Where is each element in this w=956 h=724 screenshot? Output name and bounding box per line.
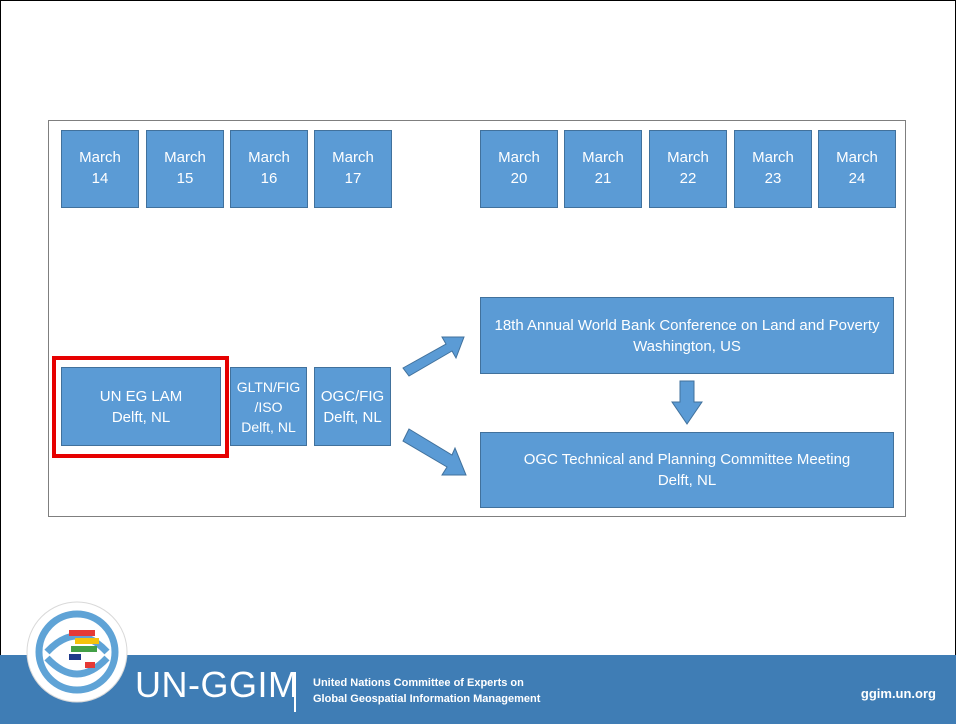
- un-ggim-logo-icon: [26, 601, 128, 703]
- date-box-march-16: March 16: [230, 130, 308, 208]
- arrow-down-icon: [671, 380, 703, 425]
- date-box-march-22: March 22: [649, 130, 727, 208]
- arrow-down-right-icon: [402, 428, 467, 476]
- event-world-bank-conference: 18th Annual World Bank Conference on Lan…: [480, 297, 894, 374]
- event-un-eg-lam: UN EG LAM Delft, NL: [61, 367, 221, 446]
- footer-tagline: United Nations Committee of Experts on G…: [313, 675, 540, 707]
- brand-name: UN-GGIM: [135, 664, 299, 705]
- date-box-march-21: March 21: [564, 130, 642, 208]
- highlight-rectangle: [52, 356, 229, 458]
- website-url[interactable]: ggim.un.org: [860, 686, 936, 701]
- date-box-march-14: March 14: [61, 130, 139, 208]
- footer-bar: [0, 655, 956, 724]
- arrow-up-right-icon: [402, 336, 465, 377]
- tagline-line-2: Global Geospatial Information Management: [313, 693, 541, 705]
- date-box-march-23: March 23: [734, 130, 812, 208]
- date-box-march-15: March 15: [146, 130, 224, 208]
- date-box-march-17: March 17: [314, 130, 392, 208]
- date-box-march-24: March 24: [818, 130, 896, 208]
- tagline-line-1: United Nations Committee of Experts on: [313, 677, 524, 689]
- date-box-march-20: March 20: [480, 130, 558, 208]
- event-gltn-fig-iso: GLTN/FIG /ISO Delft, NL: [230, 367, 307, 446]
- footer-divider: [294, 672, 296, 712]
- event-ogc-fig: OGC/FIG Delft, NL: [314, 367, 391, 446]
- event-ogc-technical-meeting: OGC Technical and Planning Committee Mee…: [480, 432, 894, 508]
